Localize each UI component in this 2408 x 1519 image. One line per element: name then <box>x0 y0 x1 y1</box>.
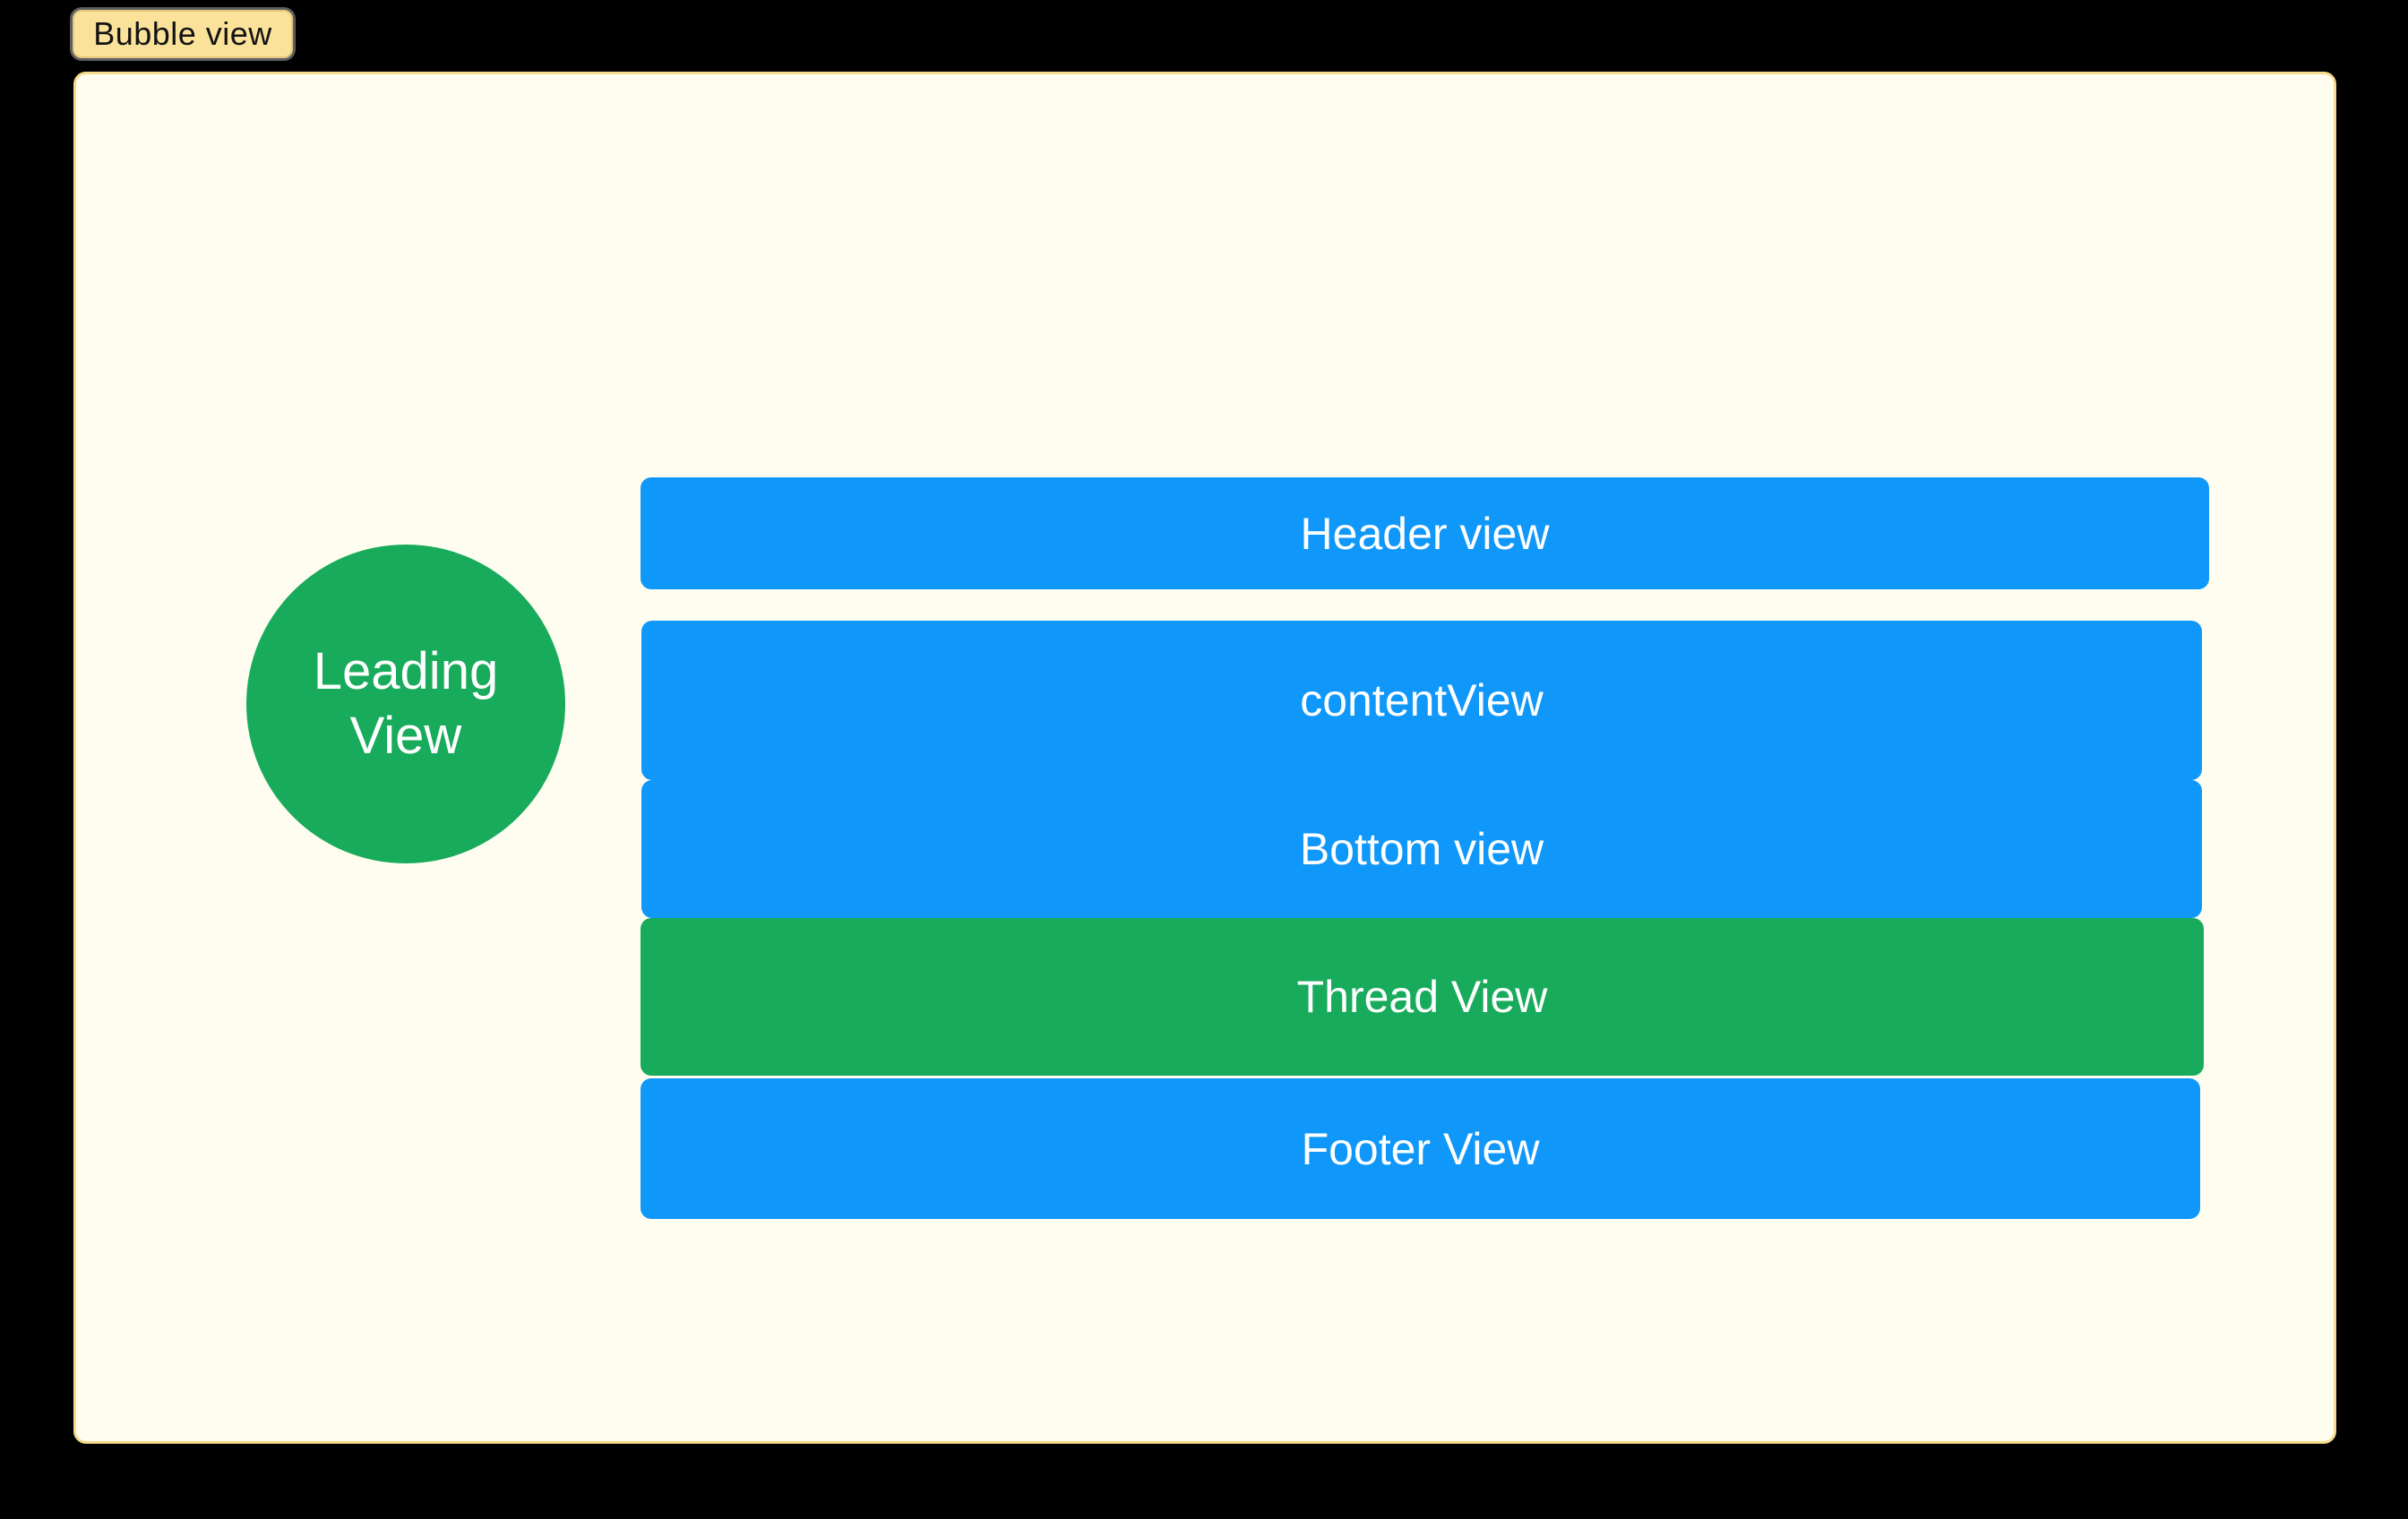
footer-view-block: Footer View <box>641 1078 2200 1219</box>
header-view-label: Header view <box>1300 508 1550 559</box>
leading-view-circle: Leading View <box>246 545 565 863</box>
header-view-block: Header view <box>641 477 2209 589</box>
bubble-view-tab-label: Bubble view <box>93 15 272 52</box>
content-view-label: contentView <box>1300 675 1544 725</box>
content-view-block: contentView <box>641 621 2202 780</box>
leading-view-label-line2: View <box>349 707 462 765</box>
bottom-view-block: Bottom view <box>641 780 2202 918</box>
preview-canvas: Leading View Header view contentView Bot… <box>73 72 2336 1444</box>
leading-view-label-line1: Leading <box>313 642 499 700</box>
thread-view-label: Thread View <box>1296 972 1548 1022</box>
bottom-view-label: Bottom view <box>1299 824 1544 874</box>
footer-view-label: Footer View <box>1301 1123 1540 1174</box>
bubble-view-tab[interactable]: Bubble view <box>73 10 293 58</box>
thread-view-block: Thread View <box>641 918 2204 1076</box>
